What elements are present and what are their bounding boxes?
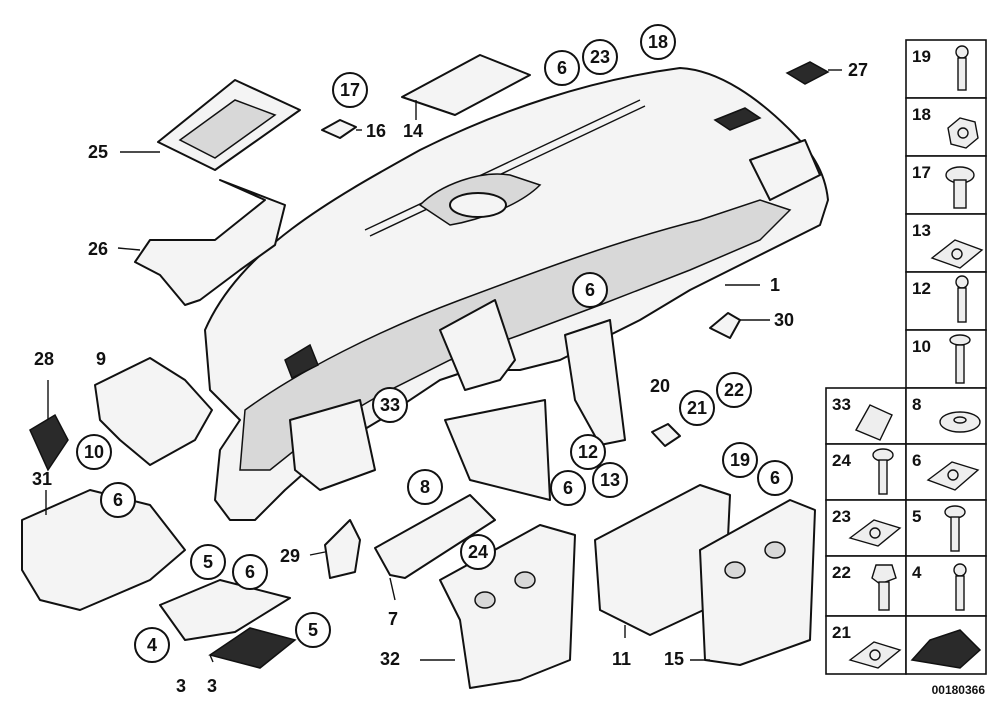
callout-24: 24: [468, 542, 488, 562]
legend-num-24: 24: [832, 451, 851, 470]
legend-num-12: 12: [912, 279, 931, 298]
clip-nut-icon: [926, 461, 980, 491]
label-16: 16: [366, 121, 386, 141]
label-7: 7: [388, 609, 398, 629]
reference-code: 00180366: [932, 683, 986, 697]
legend-num-22: 22: [832, 563, 851, 582]
fastener-legend: 19 18 17 13 12 10 33 8 24 6 23: [825, 39, 987, 697]
bolt-icon: [945, 166, 975, 209]
callout-33: 33: [380, 395, 400, 415]
label-3: 3: [207, 676, 217, 696]
callout-8: 8: [420, 477, 430, 497]
label-30: 30: [774, 310, 794, 330]
part-30-cover: [709, 312, 741, 339]
pad-icon: [910, 629, 982, 669]
label-28: 28: [34, 349, 54, 369]
callout-12: 12: [578, 442, 598, 462]
callout-20: 20: [650, 376, 670, 396]
label-9: 9: [96, 349, 106, 369]
bolt-icon: [871, 564, 897, 611]
clip-nut-icon: [848, 641, 902, 669]
part-glovebox-lid: [159, 579, 297, 669]
callout-21: 21: [687, 398, 707, 418]
callout-19: 19: [730, 450, 750, 470]
leader-lines: [45, 69, 842, 663]
screw-icon: [944, 505, 966, 552]
label-31: 31: [32, 469, 52, 489]
legend-num-17: 17: [912, 163, 931, 182]
clip-nut-icon: [930, 239, 984, 269]
label-3-partial: 3: [176, 676, 186, 696]
callout-6-lid: 6: [245, 562, 255, 582]
part-27-vent: [785, 61, 830, 85]
label-27: 27: [848, 60, 868, 80]
callouts-plain: 27 16 14 25 26 1 30 28 9 31 29 7 32 11 1…: [32, 60, 868, 696]
callout-17-top: 17: [340, 80, 360, 100]
legend-num-5: 5: [912, 507, 921, 526]
label-1: 1: [770, 275, 780, 295]
callout-6-top: 6: [557, 58, 567, 78]
callout-18: 18: [648, 32, 668, 52]
label-14: 14: [403, 121, 423, 141]
label-26: 26: [88, 239, 108, 259]
callout-5-lower: 5: [308, 620, 318, 640]
screw-icon: [953, 563, 967, 611]
part-14-cover-plate: [401, 54, 531, 116]
screw-icon: [955, 275, 969, 323]
screw-icon: [872, 448, 894, 495]
label-11: 11: [612, 649, 631, 669]
dashboard-panel: [204, 67, 829, 521]
label-25: 25: [88, 142, 108, 162]
screw-icon: [955, 45, 969, 91]
callout-13: 13: [600, 470, 620, 490]
label-32: 32: [380, 649, 400, 669]
legend-num-4: 4: [912, 563, 922, 582]
callout-23: 23: [590, 47, 610, 67]
legend-num-19: 19: [912, 47, 931, 66]
legend-num-6: 6: [912, 451, 921, 470]
part-9-bracket: [94, 357, 213, 466]
legend-num-13: 13: [912, 221, 931, 240]
legend-num-21: 21: [832, 623, 851, 642]
part-29-switch: [324, 519, 361, 579]
part-28-vent: [29, 413, 69, 472]
callout-6-right: 6: [770, 468, 780, 488]
screw-icon: [949, 334, 971, 384]
callout-4: 4: [147, 635, 157, 655]
part-16-clip: [321, 119, 357, 139]
part-26-support-bracket: [134, 179, 286, 306]
callout-6-glovebox: 6: [113, 490, 123, 510]
clip-icon: [855, 404, 893, 441]
legend-num-10: 10: [912, 337, 931, 356]
legend-num-18: 18: [912, 105, 931, 124]
legend-num-8: 8: [912, 395, 921, 414]
legend-num-33: 33: [832, 395, 851, 414]
clip-nut-icon: [848, 519, 902, 547]
part-25-trim-frame: [157, 79, 301, 171]
label-29: 29: [280, 546, 300, 566]
callouts-circled: 17 6 23 18 6 33 10 6 20 21 22 12 19 6 13…: [76, 24, 793, 663]
callout-22: 22: [724, 380, 744, 400]
callout-6-mid: 6: [585, 280, 595, 300]
part-7-trim-strip: [374, 494, 496, 579]
legend-num-23: 23: [832, 507, 851, 526]
washer-icon: [939, 411, 981, 433]
callout-10: 10: [84, 442, 104, 462]
callout-5-upper: 5: [203, 552, 213, 572]
part-20-clip: [651, 423, 681, 447]
nut-icon: [947, 117, 979, 149]
label-15: 15: [664, 649, 684, 669]
callout-6-center: 6: [563, 478, 573, 498]
